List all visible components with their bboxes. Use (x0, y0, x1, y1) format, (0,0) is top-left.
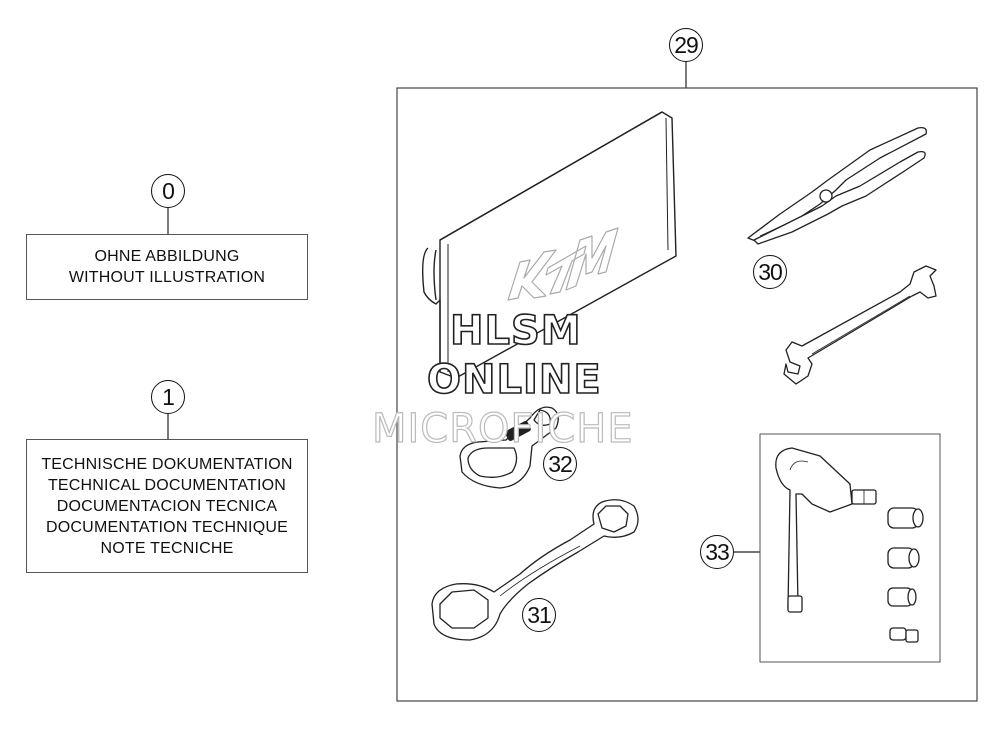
callout-33: 33 (700, 535, 734, 569)
documentation-line: TECHNICAL DOCUMENTATION (47, 476, 287, 494)
open-end-wrench (783, 265, 937, 385)
watermark-line-3: MICROFICHE (371, 405, 634, 452)
documentation-line: TECHNISCHE DOKUMENTATION (41, 455, 293, 473)
small-spanner (459, 406, 559, 489)
watermark-line-2: ONLINE (426, 356, 602, 404)
allen-key-set-frame (759, 433, 941, 663)
callout-1: 1 (151, 380, 185, 414)
callout-32: 32 (543, 447, 577, 481)
no-illustration-box: OHNE ABBILDUNG WITHOUT ILLUSTRATION (26, 234, 308, 300)
callout-29: 29 (669, 28, 703, 62)
ring-spanner (431, 499, 639, 641)
no-illustration-line: OHNE ABBILDUNG (94, 248, 240, 265)
allen-key-set (775, 447, 924, 643)
callout-0: 0 (151, 174, 185, 208)
callout-31: 31 (522, 598, 556, 632)
documentation-line: DOCUMENTATION TECHNIQUE (46, 518, 288, 536)
no-illustration-line: WITHOUT ILLUSTRATION (68, 269, 266, 286)
documentation-line: NOTE TECNICHE (100, 539, 234, 557)
watermark-line-1: HLSM (449, 307, 582, 355)
document-pouch (421, 111, 677, 379)
documentation-line: DOCUMENTACION TECNICA (56, 497, 278, 515)
technical-documentation-box: TECHNISCHE DOKUMENTATION TECHNICAL DOCUM… (26, 439, 308, 573)
pliers (747, 126, 927, 245)
toolkit-frame (396, 87, 978, 702)
bit-sockets (887, 507, 924, 643)
callout-30: 30 (753, 255, 787, 289)
